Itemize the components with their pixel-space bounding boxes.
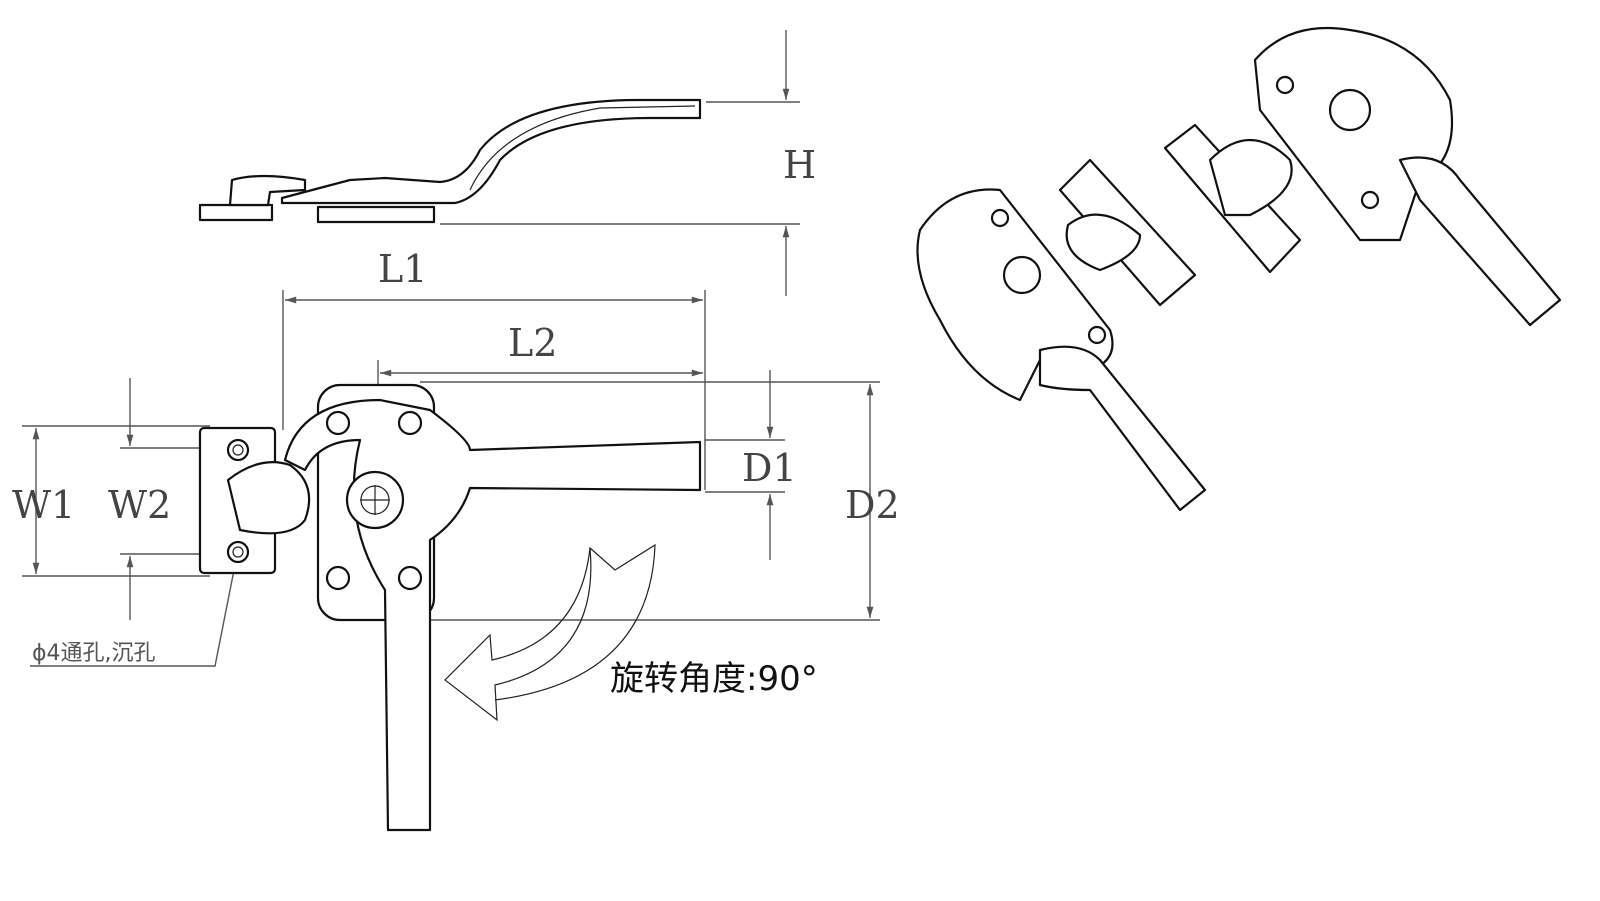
side-view [198,98,702,224]
label-w2: W2 [108,483,171,527]
isometric-views [916,26,1562,512]
rotation-arrow [444,543,656,722]
label-d1: D1 [742,446,797,490]
top-view [198,383,702,832]
label-l1: L1 [378,247,427,291]
label-w1: W1 [12,483,75,527]
dimensions [22,30,880,667]
hole-note: ϕ4通孔,沉孔 [32,641,156,666]
rotation-note: 旋转角度:90° [610,659,818,699]
label-d2: D2 [845,483,900,527]
label-h: H [783,143,816,187]
label-l2: L2 [508,321,557,365]
